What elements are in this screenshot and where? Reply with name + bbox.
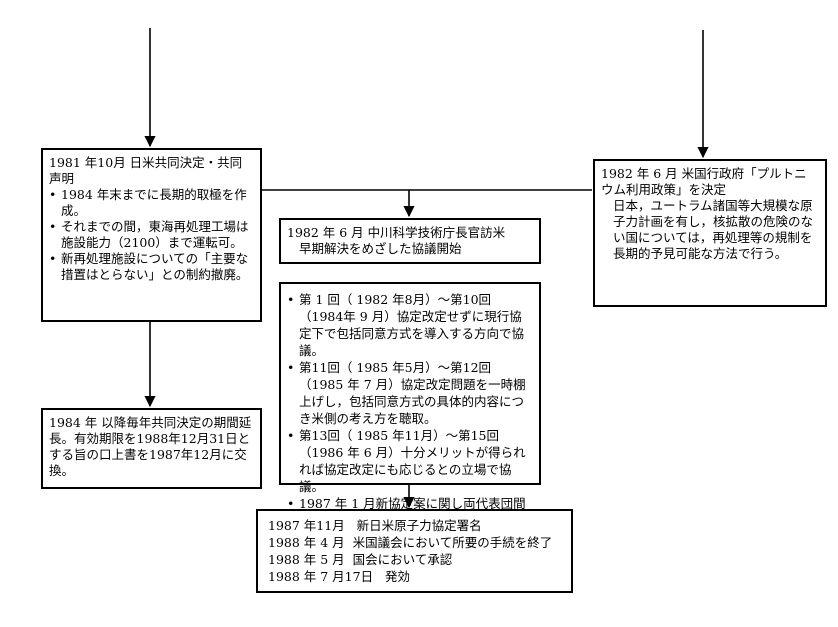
negotiation-bullet-3: •第13回（ 1985 年11月）～第15回（1986 年 6 月）十分メリット… [287,428,526,494]
box-1982-minister-visit: 1982 年 6 月 中川科学技術庁長官訪米 早期解決をめざした協議開始 [279,218,541,264]
box-1981-heading: 1981 年10月 日米共同決定・共同声明 [49,155,243,186]
box-1981-bullet-2: •それまでの間，東海再処理工場は施設能力（2100）まで運転可。 [49,219,249,250]
box-1984-extension: 1984 年 以降毎年共同決定の期間延長。有効期限を1988年12月31日とする… [41,408,262,489]
box-1984-text: 1984 年 以降毎年共同決定の期間延長。有効期限を1988年12月31日とする… [49,415,252,478]
final-row-date: 1987 年11月 [268,518,345,533]
box-1981-bullet-1: •1984 年末までに長期的取極を作成。 [49,187,247,218]
box-negotiation-rounds: •第 1 回（ 1982 年8月）～第10回（1984年 9 月）協定改定せずに… [279,282,541,528]
box-1982-us-policy: 1982 年 6 月 米国行政府「プルトニウム利用政策」を決定 日本，ユートラム… [593,159,827,307]
box-1982-us-body: 日本，ユートラム諸国等大規模な原子力計画を有し，核拡散の危険のない国については，… [613,198,814,261]
final-row-3: 1988 年 5 月 国会において承認 [268,551,561,568]
final-row-date: 1988 年 5 月 [268,552,345,567]
final-row-date: 1988 年 4 月 [268,535,345,550]
final-row-event: 発効 [385,569,411,584]
final-row-date: 1988 年 7 月17日 [268,569,374,584]
box-1981-bullet-3: •新再処理施設についての「主要な措置はとらない」との制約撤廃。 [49,251,249,282]
box-1981-joint-decision: 1981 年10月 日米共同決定・共同声明 •1984 年末までに長期的取極を作… [41,148,262,322]
box-1982-jp-line1: 1982 年 6 月 中川科学技術庁長官訪米 [287,225,506,240]
final-row-1: 1987 年11月 新日米原子力協定署名 [268,517,561,534]
final-row-2: 1988 年 4 月 米国議会において所要の手続を終了 [268,534,561,551]
box-1982-us-heading: 1982 年 6 月 米国行政府「プルトニウム利用政策」を決定 [601,166,807,197]
negotiation-bullet-2: •第11回（ 1985 年5月）～第12回（1985 年 7 月）協定改定問題を… [287,360,526,426]
box-final-agreement: 1987 年11月 新日米原子力協定署名 1988 年 4 月 米国議会において… [256,509,573,593]
negotiation-bullet-1: •第 1 回（ 1982 年8月）～第10回（1984年 9 月）協定改定せずに… [287,292,525,358]
final-row-event: 国会において承認 [352,552,453,567]
final-row-4: 1988 年 7 月17日 発効 [268,568,561,585]
box-1982-jp-line2: 早期解決をめざした協議開始 [299,241,462,256]
final-row-event: 新日米原子力協定署名 [356,518,482,533]
final-row-event: 米国議会において所要の手続を終了 [352,535,553,550]
